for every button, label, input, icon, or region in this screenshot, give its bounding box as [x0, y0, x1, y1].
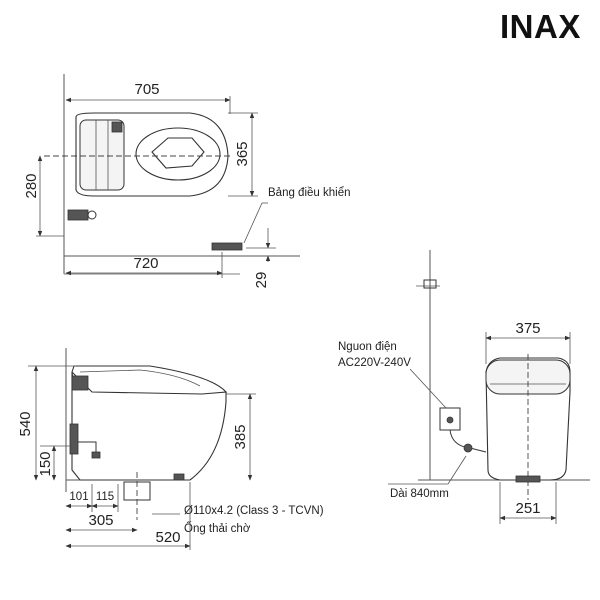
pipe-spec-label: Ø110x4.2 (Class 3 - TCVN) [184, 505, 324, 517]
power-label-2: AC220V-240V [338, 357, 411, 369]
top-supply-valve [67, 209, 89, 221]
front-view: Nguon điện AC220V-240V Dài 840mm 375 251 [338, 250, 590, 524]
dim-251-label: 251 [515, 500, 540, 517]
dim-705-label: 705 [134, 81, 159, 98]
dim-150-label: 150 [37, 451, 54, 476]
control-panel-shape [211, 242, 243, 251]
top-supply-fitting [87, 210, 97, 220]
top-control-knob [111, 121, 123, 133]
dim-720-label: 720 [133, 255, 158, 272]
side-lid-outline [71, 365, 228, 395]
power-leader [409, 368, 447, 409]
side-supply-valve [69, 423, 79, 455]
side-view: 540 150 385 101 115 Ø110x4.2 (Class 3 - … [17, 348, 324, 550]
dim-115-label: 115 [96, 491, 114, 503]
side-supply-nut [91, 451, 101, 459]
dim-280-label: 280 [23, 173, 40, 198]
front-foot [515, 475, 541, 483]
dim-101-label: 101 [69, 491, 88, 503]
side-foot [173, 473, 185, 481]
top-view: Bảng điều khiển 705 365 280 720 29 [23, 74, 350, 288]
brand-logo: INAX [500, 8, 581, 45]
power-socket [446, 416, 454, 424]
cord-plug [463, 443, 473, 453]
dim-365-label: 365 [234, 141, 251, 166]
front-wall-box [423, 279, 437, 289]
cord-leader [447, 455, 467, 485]
top-tank [79, 119, 125, 191]
dim-29-label: 29 [253, 272, 270, 289]
side-tank-detail [71, 375, 89, 391]
side-lid-line [79, 369, 201, 387]
dim-520-label: 520 [155, 529, 180, 546]
side-supply-hose [78, 441, 97, 452]
panel-label: Bảng điều khiển [268, 187, 350, 199]
pipe-label: Ống thải chờ [184, 521, 251, 535]
top-tank-lines [95, 120, 109, 190]
dim-540-label: 540 [17, 411, 34, 436]
power-label-1: Nguon điện [338, 341, 397, 353]
panel-leader [243, 202, 263, 244]
dim-385-label: 385 [232, 424, 249, 449]
cord-label: Dài 840mm [390, 488, 449, 500]
dim-375-label: 375 [515, 320, 540, 337]
dim-305-label: 305 [88, 512, 113, 529]
top-bowl-opening [151, 137, 205, 169]
